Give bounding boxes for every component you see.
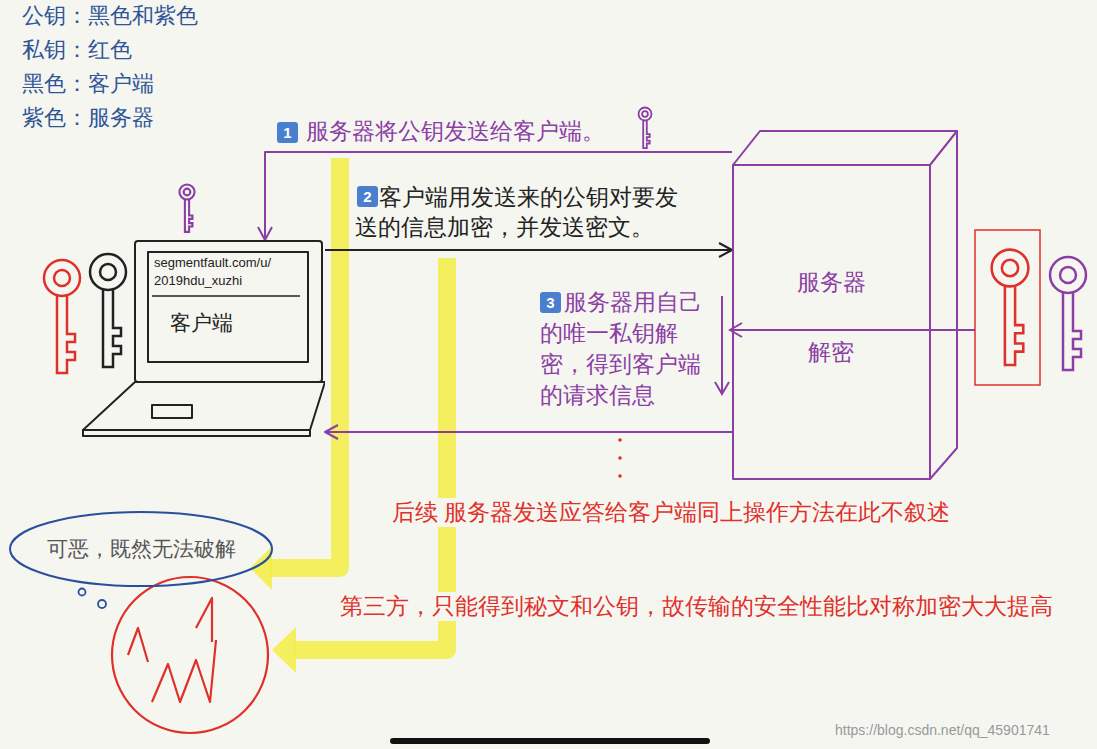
decrypt-label: 解密 [808, 338, 854, 367]
public-key-icon [179, 184, 194, 231]
connector-arrow [325, 425, 732, 439]
follow-up-note: 后续 服务器发送应答给客户端同上操作方法在此不叙述 [388, 498, 954, 527]
edge-label: 客户端用发送来的公钥对要发送的信息加密，并发送密文。 [355, 182, 687, 242]
step-note: 服务器用自己的唯一私钥解密，得到客户端的请求信息 [540, 287, 714, 411]
private-key-icon [992, 250, 1029, 365]
legend-text: 公钥：黑色和紫色 [22, 2, 198, 30]
url-text: segmentfault.com/u/ 2019hdu_xuzhi [154, 254, 304, 290]
thought-text: 可恶，既然无法破解 [47, 536, 236, 562]
watermark: https://blog.csdn.net/qq_45901741 [835, 722, 1050, 740]
legend-text: 私钥：红色 [22, 36, 132, 64]
decrypt-arrows [715, 296, 975, 394]
server-label: 服务器 [797, 268, 866, 297]
legend-text: 紫色：服务器 [22, 104, 154, 132]
connector-arrow [325, 243, 732, 257]
edge-label: 服务器将公钥发送给客户端。 [306, 117, 605, 146]
client-label: 客户端 [170, 310, 233, 336]
thought-bubbles [79, 589, 107, 609]
private-key-icon [44, 260, 80, 373]
callout-number: 2 [357, 186, 378, 207]
home-indicator [390, 738, 710, 744]
client-laptop: segmentfault.com/u/ 2019hdu_xuzhi 客户端 [82, 240, 325, 437]
highlight-arrowheads [250, 546, 296, 673]
server-box: 服务器解密 [732, 130, 958, 480]
continuation-dots [618, 438, 622, 478]
security-note: 第三方，只能得到秘文和公钥，故传输的安全性能比对称加密大大提高 [336, 592, 1057, 621]
third-party-face [112, 577, 268, 733]
public-key-icon [90, 254, 126, 367]
callout-number: 1 [277, 122, 298, 143]
legend-text: 黑色：客户端 [22, 70, 154, 98]
thought-ellipse: 可恶，既然无法破解 [8, 510, 274, 588]
callout-number: 3 [540, 292, 561, 313]
node-outline [732, 130, 958, 480]
key-frame [975, 230, 1040, 385]
public-key-icon [1050, 257, 1086, 370]
public-key-icon [639, 108, 652, 149]
